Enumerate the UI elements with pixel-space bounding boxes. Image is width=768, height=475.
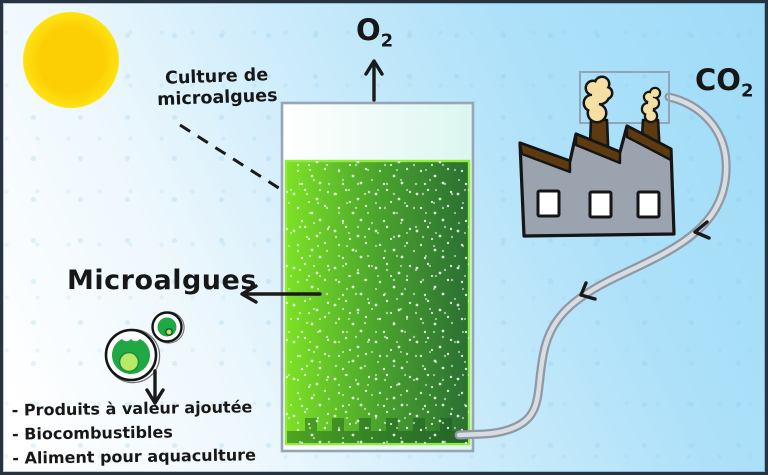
o2-subscript: 2 bbox=[380, 30, 394, 52]
culture-label: Culture de microalgues bbox=[150, 65, 283, 112]
culture-dashed-pointer bbox=[179, 123, 286, 194]
microalgues-label: Microalgues bbox=[67, 265, 257, 296]
cells-down-arrow bbox=[145, 369, 165, 405]
tank-bubbles-2 bbox=[286, 161, 469, 444]
smoke-puff-right-icon bbox=[640, 86, 662, 124]
microalgues-left-arrow bbox=[240, 284, 322, 304]
products-list: - Produits à valeur ajoutée - Biocombust… bbox=[12, 395, 257, 470]
co2-symbol: CO bbox=[695, 63, 741, 97]
tube-flow-chevron-1 bbox=[693, 220, 711, 240]
factory bbox=[518, 118, 676, 238]
factory-windows bbox=[536, 189, 661, 219]
co2-label: CO2 bbox=[695, 63, 753, 101]
co2-tube bbox=[454, 92, 731, 440]
co2-subscript: 2 bbox=[740, 80, 754, 102]
smoke-box bbox=[579, 71, 670, 124]
factory-roof-strips bbox=[518, 124, 673, 174]
product-item: - Aliment pour aquaculture bbox=[12, 445, 257, 468]
o2-label: O2 bbox=[356, 13, 393, 51]
sun-icon bbox=[23, 12, 119, 108]
o2-up-arrow bbox=[364, 59, 384, 102]
tube-flow-chevron-2 bbox=[579, 281, 597, 301]
product-item: - Biocombustibles bbox=[11, 422, 173, 444]
diagram-art bbox=[23, 12, 731, 453]
product-item: - Produits à valeur ajoutée bbox=[11, 397, 253, 420]
bioreactor-tank bbox=[280, 101, 475, 453]
microalgae-cells-icon bbox=[104, 311, 185, 384]
smoke-puff-left-icon bbox=[582, 75, 614, 124]
o2-symbol: O bbox=[356, 13, 381, 47]
